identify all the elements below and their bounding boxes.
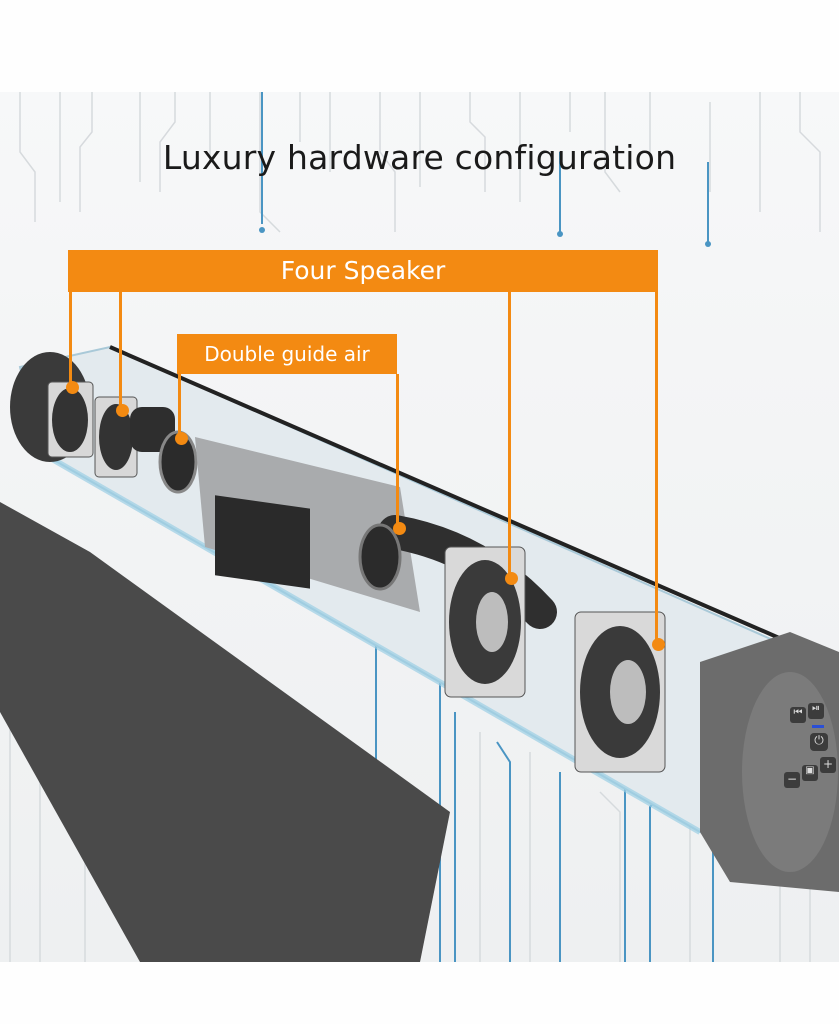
power-button[interactable]: ⏻ <box>810 733 828 751</box>
product-image: ⏮ ⏯ ⏻ − ▣ + Luxury hardware configuratio… <box>0 92 839 962</box>
play-pause-button[interactable]: ⏯ <box>808 703 824 719</box>
callout-line <box>69 292 72 387</box>
callout-dot <box>175 432 188 445</box>
status-indicator <box>812 725 824 728</box>
callout-line <box>396 374 399 526</box>
callout-line <box>655 292 658 642</box>
callout-line <box>508 292 511 578</box>
callout-line <box>119 292 122 410</box>
callout-dot <box>66 381 79 394</box>
volume-down-button[interactable]: − <box>784 772 800 788</box>
callout-dot <box>652 638 665 651</box>
callout-dot <box>505 572 518 585</box>
mode-button[interactable]: ▣ <box>802 765 818 781</box>
soundbar-illustration <box>0 345 839 962</box>
double-guide-air-label: Double guide air <box>177 334 397 374</box>
callout-dot <box>393 522 406 535</box>
callout-dot <box>116 404 129 417</box>
page-title: Luxury hardware configuration <box>162 138 677 177</box>
control-panel: ⏮ ⏯ ⏻ − ▣ + <box>778 703 838 867</box>
volume-up-button[interactable]: + <box>820 757 836 773</box>
prev-track-button[interactable]: ⏮ <box>790 707 806 723</box>
circuit-background <box>9 92 821 962</box>
four-speaker-label: Four Speaker <box>68 250 658 292</box>
callout-line <box>178 374 181 436</box>
